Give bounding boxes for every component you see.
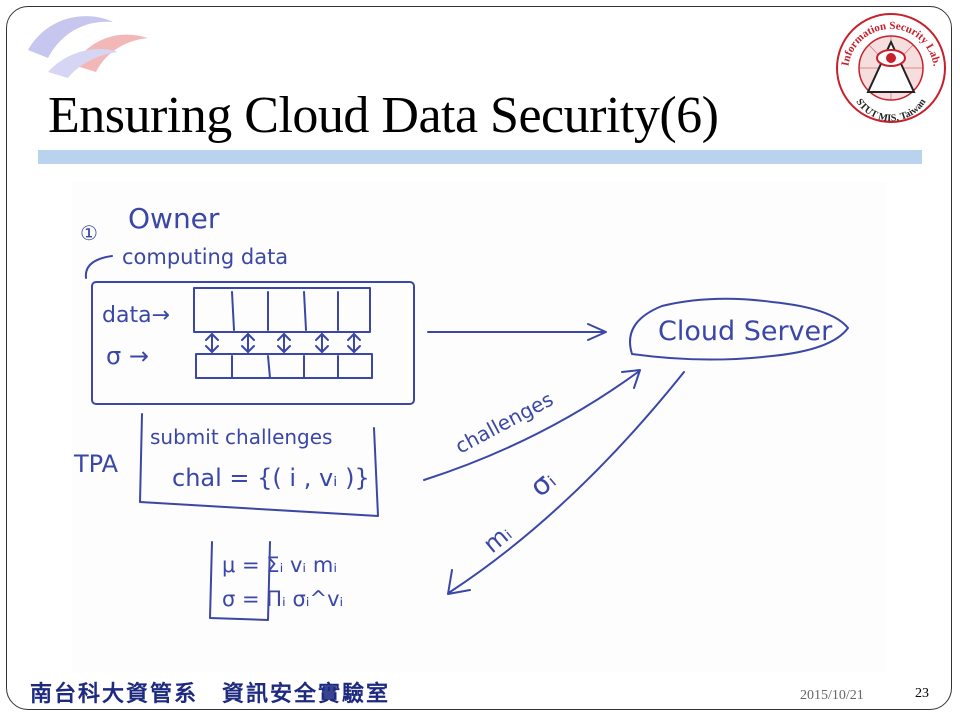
page-number: 23 <box>915 686 929 701</box>
footer-date: 2015/10/21 <box>800 688 864 703</box>
owner-bracket <box>84 255 113 279</box>
sigma-label: σ → <box>106 342 149 370</box>
title-underline <box>38 150 922 164</box>
owner-label: Owner <box>128 202 220 235</box>
tag-mapping-arrows <box>205 333 361 353</box>
cloud-server-shape <box>629 297 849 361</box>
cloud-server-label: Cloud Server <box>658 316 833 347</box>
challenges-arrow-label: challenges <box>451 387 557 459</box>
owner-box <box>91 281 415 405</box>
step-number-label: ① <box>80 221 98 245</box>
data-label: data→ <box>102 303 170 328</box>
verification-box <box>209 541 271 621</box>
corner-swoosh-icon <box>28 16 148 78</box>
challenges-arrow <box>423 369 641 481</box>
footer-institution: 南台科大資管系 資訊安全實驗室 <box>30 682 391 707</box>
tpa-label: TPA <box>73 450 119 478</box>
sigma-formula: σ = Πᵢ σᵢ^vᵢ <box>222 587 343 611</box>
submit-challenges-label: submit challenges <box>150 425 332 449</box>
computing-data-label: computing data <box>122 245 288 269</box>
sigma-blocks <box>195 353 373 379</box>
mu-formula: μ = Σᵢ vᵢ mᵢ <box>222 553 337 577</box>
chal-formula: chal = {( i , vᵢ )} <box>172 464 370 492</box>
upload-arrow <box>427 323 607 341</box>
slide-title: Ensuring Cloud Data Security(6) <box>48 87 719 144</box>
tpa-box <box>139 413 379 517</box>
response-arrow <box>447 371 685 595</box>
data-blocks <box>193 287 371 333</box>
response-m-label: mᵢ <box>478 519 517 558</box>
hand-drawn-diagram: ① Owner computing data data→ σ → <box>72 182 886 672</box>
lab-logo: Information Security Lab. STUT MIS, Taiw… <box>836 13 946 124</box>
response-sigma-label: σᵢ <box>523 463 562 503</box>
